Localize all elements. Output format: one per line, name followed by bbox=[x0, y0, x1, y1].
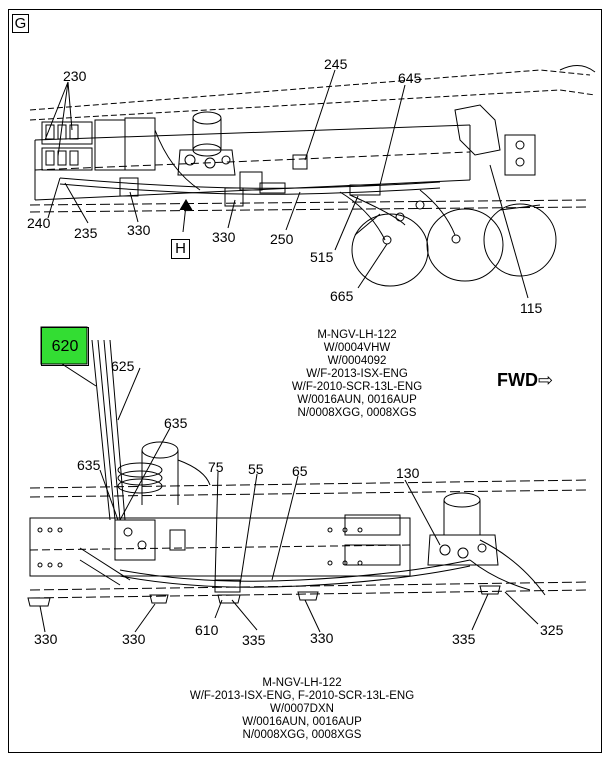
callout-335: 335 bbox=[452, 631, 476, 647]
bottom-coil bbox=[117, 441, 211, 505]
callout-515: 515 bbox=[310, 249, 334, 265]
bottom-frame-rail bbox=[29, 479, 591, 599]
callout-645: 645 bbox=[398, 70, 422, 86]
top-valve-blocks bbox=[41, 117, 156, 171]
note-line: W/0016AUN, 0016AUP bbox=[242, 716, 362, 728]
callout-335: 335 bbox=[242, 632, 266, 648]
top-air-tanks bbox=[351, 203, 557, 287]
note-line: W/F-2013-ISX-ENG bbox=[306, 368, 408, 380]
top-leader-lines bbox=[44, 69, 529, 299]
forward-direction: FWD⇨ bbox=[497, 370, 553, 391]
callout-635: 635 bbox=[164, 415, 188, 431]
top-notes: M-NGV-LH-122 W/0004VHW W/0004092 W/F-201… bbox=[292, 329, 422, 420]
view-label-badge: G bbox=[12, 14, 29, 33]
bottom-notes: M-NGV-LH-122 W/F-2013-ISX-ENG, F-2010-SC… bbox=[190, 677, 414, 742]
top-right-bracket bbox=[454, 104, 536, 176]
callout-75: 75 bbox=[208, 459, 224, 475]
top-air-lines bbox=[59, 154, 461, 245]
callout-325: 325 bbox=[540, 622, 564, 638]
note-line: W/0007DXN bbox=[270, 703, 334, 715]
diagram-frame bbox=[8, 9, 602, 753]
callout-330: 330 bbox=[122, 631, 146, 647]
callout-65: 65 bbox=[292, 463, 308, 479]
callout-665: 665 bbox=[330, 288, 354, 304]
callout-610: 610 bbox=[195, 622, 219, 638]
callout-130: 130 bbox=[396, 465, 420, 481]
detail-label-badge: H bbox=[171, 239, 190, 259]
note-line: W/F-2013-ISX-ENG, F-2010-SCR-13L-ENG bbox=[189, 690, 415, 702]
bottom-brackets bbox=[79, 519, 186, 586]
highlighted-part-620[interactable]: 620 bbox=[41, 327, 89, 366]
callout-230: 230 bbox=[63, 68, 87, 84]
bottom-air-lines bbox=[119, 514, 546, 596]
note-line: N/0008XGG, 0008XGS bbox=[242, 729, 362, 741]
bottom-leader-lines bbox=[39, 363, 539, 633]
arrow-right-outline-icon: ⇨ bbox=[537, 370, 554, 390]
note-line: N/0008XGG, 0008XGS bbox=[297, 407, 417, 419]
note-line: W/0004092 bbox=[327, 355, 387, 367]
callout-235: 235 bbox=[74, 225, 98, 241]
bottom-mount-feet bbox=[27, 585, 501, 607]
note-line: W/F-2010-SCR-13L-ENG bbox=[291, 381, 423, 393]
bottom-air-dryer bbox=[427, 492, 499, 566]
callout-55: 55 bbox=[248, 461, 264, 477]
callout-245: 245 bbox=[324, 56, 348, 72]
note-line: W/0016AUN, 0016AUP bbox=[297, 394, 417, 406]
top-frame-rail bbox=[29, 65, 596, 213]
note-line: W/0004VHW bbox=[323, 342, 391, 354]
callout-250: 250 bbox=[270, 231, 294, 247]
note-line: M-NGV-LH-122 bbox=[317, 329, 397, 341]
callout-330: 330 bbox=[212, 229, 236, 245]
callout-330: 330 bbox=[310, 630, 334, 646]
callout-625: 625 bbox=[111, 358, 135, 374]
top-air-dryer bbox=[154, 111, 236, 191]
callout-240: 240 bbox=[27, 215, 51, 231]
fwd-label: FWD bbox=[497, 370, 538, 390]
callout-330: 330 bbox=[34, 631, 58, 647]
note-line: M-NGV-LH-122 bbox=[262, 677, 342, 689]
callout-115: 115 bbox=[520, 300, 543, 316]
callout-635: 635 bbox=[77, 457, 101, 473]
callout-330: 330 bbox=[127, 222, 151, 238]
